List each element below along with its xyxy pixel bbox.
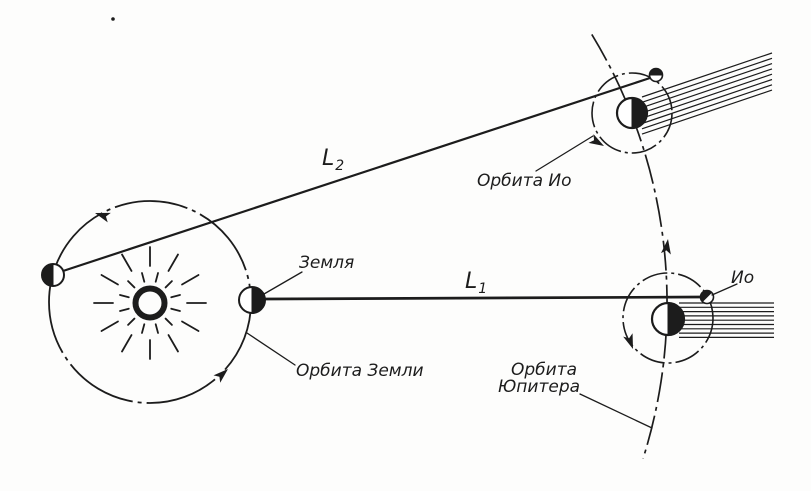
earth-label: Земля [299,253,354,273]
sun-ray [100,274,119,286]
sun-ray-tick [154,323,159,334]
light-rays-top [641,52,773,135]
sun-ray-tick [141,323,146,334]
io-top-shadow [648,68,664,76]
io-orbit-bottom-arrow [623,333,633,349]
light-ray [641,57,773,103]
sun-rays [93,246,207,360]
io-label-leader [711,283,738,296]
io-orbit-label: Орбита Ио [477,171,572,191]
jupiter-bottom-shadow [667,302,685,336]
jupiter-orbit-label-line1: Орбита [511,360,577,380]
jupiter-orbit-label-line2: Юпитера [498,377,580,397]
sun-ray-tick [164,280,173,289]
light-ray [641,84,773,130]
light-ray [641,73,773,119]
io-bottom [699,289,715,305]
sun-ray-tick [170,294,181,299]
jupiter-orbit-arrow [660,239,671,255]
light-rays-bottom [679,302,774,338]
l2-label: L2 [322,146,344,174]
io-bottom-shadow [700,290,713,303]
sun-ray-tick [170,307,181,312]
light-ray [641,68,773,114]
sun-ray [121,253,133,272]
l2-line [61,76,652,273]
light-ray [641,52,773,98]
jupiter-orbit-label-leader [579,393,653,429]
jupiter-bottom [650,301,686,337]
jupiter-top [615,96,649,130]
light-ray [641,89,773,135]
io-orbit-bottom [622,272,714,364]
light-ray [641,78,773,125]
sun-ray [167,253,179,272]
sun-ray-tick [141,272,146,283]
sun-ray-tick [164,317,173,326]
sun-ray [181,274,200,286]
light-ray [641,63,773,109]
earth-orbit-arrow-top [95,212,111,223]
io-orbit-label-leader [535,135,594,172]
earth-orbit-label: Орбита Земли [296,361,424,381]
sun-ray-tick [127,317,136,326]
sun-ray-tick [119,294,130,299]
l1-line [264,295,702,301]
l1-label: L1 [465,269,487,297]
earth-left [41,263,65,287]
sun-ray [121,334,133,353]
sun-ray [167,334,179,353]
earth-left-shadow [41,263,54,287]
earth-right [238,286,266,314]
earth-label-leader [263,271,303,295]
io-top [648,67,664,83]
sun [132,285,168,321]
earth-right-shadow [251,286,266,314]
earth-orbit-arrow-bottom [213,369,228,383]
io-label: Ио [731,268,754,288]
jupiter-top-shadow [631,97,648,129]
io-orbit-top-arrow [588,134,604,146]
sun-ray-tick [154,272,159,283]
earth-orbit-label-leader [246,332,296,366]
sun-ray [181,320,200,332]
sun-ray-tick [127,280,136,289]
sun-ray [100,320,119,332]
sun-ray-tick [119,307,130,312]
paper-speck [111,17,115,21]
